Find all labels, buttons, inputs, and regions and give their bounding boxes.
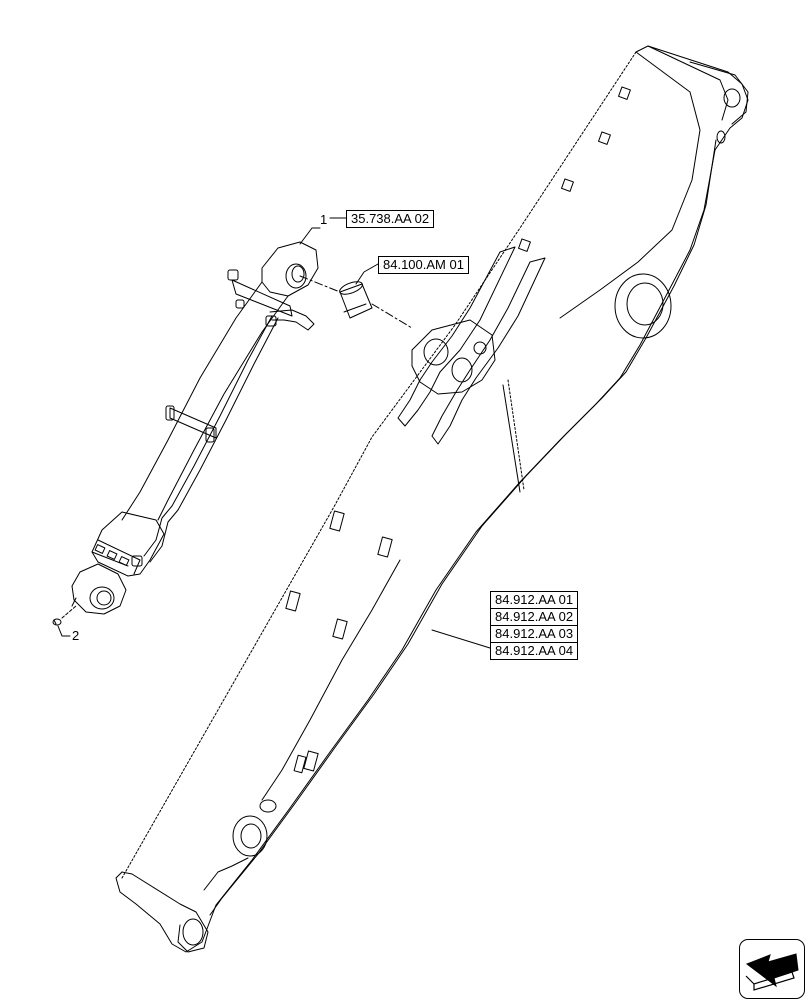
boom-top-face [121,51,637,879]
boom-mid-boss-hole [626,282,664,326]
cylinder-tube-right [157,295,289,521]
nut-stem [53,619,57,625]
cylinder-clamp-top [231,279,293,317]
cylinder-rod-eye-bore [291,265,305,283]
cylinder-base-eye-bore [96,590,112,606]
barrel-port-2 [106,550,118,560]
assembly-axis-line [299,275,413,329]
boom-foot-boss-rear [259,799,277,813]
reference-boom-stack: 84.912.AA 01 84.912.AA 02 84.912.AA 03 8… [490,591,579,660]
boom-arm [115,45,749,953]
boom-head-pin-hole [723,88,741,108]
bushing-body [339,283,373,319]
boom-pad-4 [332,618,348,640]
boom-pad-1 [329,510,345,532]
grease-nut [52,618,62,626]
boom-foot [121,871,209,953]
boom-head-fitting [716,130,726,144]
leader-boom-ref [431,629,491,649]
boom-pad-2 [377,536,393,558]
clamp-bolt-1 [227,269,239,281]
reference-cylinder[interactable]: 35.738.AA 02 [346,210,435,228]
knuckle-pin-hole-1 [423,338,449,366]
arrow-glyph [745,953,799,991]
boom-foot-pin-hole [182,918,204,946]
boom-head-lug [689,61,749,125]
nut-body [52,618,62,626]
callout-2: 2 [72,628,80,643]
hydraulic-cylinder [71,241,319,615]
boom-foot-bottom [203,857,249,891]
barrel-port-3 [118,556,130,566]
boom-lower-panel [261,559,401,801]
boom-head-bracket-3 [561,178,574,192]
bushing [339,281,373,319]
knuckle-grease-fitting [473,341,487,355]
boom-foot-boss [232,815,268,857]
knuckle-pin-hole-2 [451,357,473,383]
boom-side-seam [502,384,521,493]
cylinder-base-eye-hole [89,586,115,610]
next-page-arrow-icon[interactable] [739,939,805,999]
boom-top-ridge [647,45,729,121]
boom-pad-6 [293,754,307,774]
cylinder-hose-fitting [269,309,315,331]
boom-head-bracket-2 [598,131,611,145]
boom-head-bracket-4 [518,238,531,252]
boom-pad-3 [285,590,301,612]
base-grease-nipple [71,597,77,607]
boom-outer-profile [115,45,749,953]
clamp-bolt-4 [165,405,175,421]
leader-bushing-ref [355,263,379,285]
reference-boom-4[interactable]: 84.912.AA 04 [495,643,574,658]
reference-bushing[interactable]: 84.100.AM 01 [378,256,469,274]
boom-bracket-plate-right [431,257,546,445]
cylinder-barrel-collar [97,539,141,575]
boom-knuckle [411,319,496,395]
barrel-port-1 [94,544,106,554]
callout-1: 1 [320,212,328,227]
boom-pad-5 [303,750,319,772]
boom-mid-boss [614,273,672,339]
cylinder-barrel-head [91,511,165,577]
bushing-bottom-edge [343,303,367,313]
cylinder-tube-left [121,281,263,521]
cylinder-rod-eye-hole [285,263,307,289]
cylinder-rod-eye-body [261,241,319,297]
cylinder-pipe-inner [143,315,273,557]
boom-top-edge [559,51,701,319]
barrel-port-4 [131,555,143,567]
boom-head-bracket-1 [618,86,631,100]
cylinder-base-eye [71,563,127,615]
reference-boom-2[interactable]: 84.912.AA 02 [491,609,578,626]
boom-side-seam-2 [507,379,525,491]
nut-axis-line [61,605,77,619]
clamp-bolt-5 [205,427,215,443]
clamp-bolt-3 [235,299,245,309]
boom-foot-boss-hole [240,823,262,849]
cylinder-clamp-mid [169,407,217,439]
leader-callout-2 [57,625,71,637]
reference-boom-1[interactable]: 84.912.AA 01 [491,592,578,609]
reference-boom-3[interactable]: 84.912.AA 03 [491,626,578,643]
leader-callout-1 [299,227,321,245]
boom-inner-profile [209,139,717,916]
cylinder-pipe [149,317,279,563]
